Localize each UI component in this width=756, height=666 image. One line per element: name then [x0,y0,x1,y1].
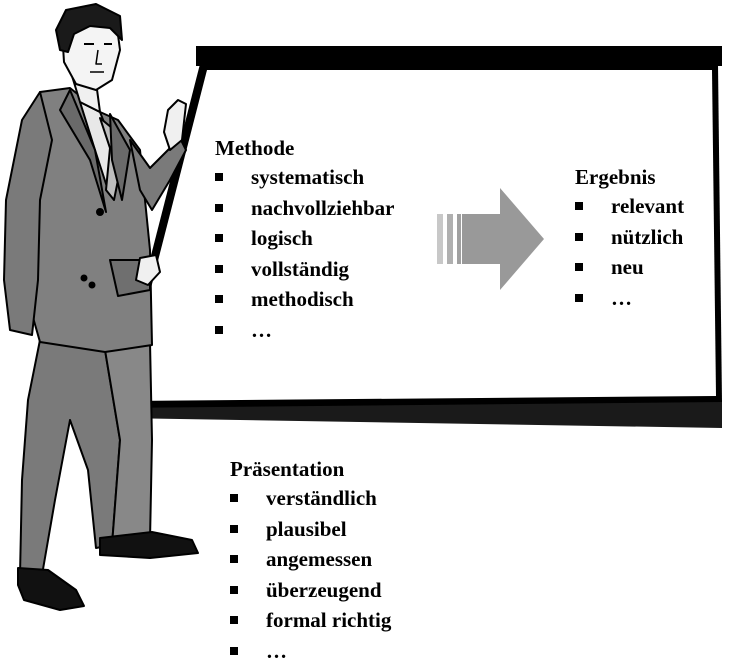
praesentation-title: Präsentation [230,455,391,483]
bullet-icon [575,233,583,241]
list-item: nützlich [575,222,684,253]
bullet-icon [230,525,238,533]
bullet-icon [575,263,583,271]
bullet-icon [230,586,238,594]
bullet-icon [575,202,583,210]
list-item: verständlich [230,483,391,514]
bullet-icon [215,265,223,273]
bullet-icon [230,616,238,624]
list-item: überzeugend [230,575,391,606]
bullet-icon [215,173,223,181]
bullet-icon [575,294,583,302]
list-item: neu [575,252,684,283]
methode-block: Methode systematisch nachvollziehbar log… [215,134,395,345]
list-item: … [215,315,395,346]
ergebnis-list: relevant nützlich neu … [575,191,684,313]
list-item: relevant [575,191,684,222]
list-item: angemessen [230,544,391,575]
list-item: logisch [215,223,395,254]
methode-list: systematisch nachvollziehbar logisch vol… [215,162,395,345]
bullet-icon [230,647,238,655]
list-item: methodisch [215,284,395,315]
list-item: plausibel [230,514,391,545]
list-item: nachvollziehbar [215,193,395,224]
praesentation-list: verständlich plausibel angemessen überze… [230,483,391,666]
list-item: formal richtig [230,605,391,636]
list-item: … [230,636,391,666]
bullet-icon [230,494,238,502]
list-item: vollständig [215,254,395,285]
list-item: systematisch [215,162,395,193]
methode-title: Methode [215,134,395,162]
list-item: … [575,283,684,314]
ergebnis-block: Ergebnis relevant nützlich neu … [575,163,684,313]
bullet-icon [215,234,223,242]
praesentation-block: Präsentation verständlich plausibel ange… [230,455,391,666]
bullet-icon [215,204,223,212]
bullet-icon [215,295,223,303]
bullet-icon [230,555,238,563]
bullet-icon [215,326,223,334]
ergebnis-title: Ergebnis [575,163,684,191]
